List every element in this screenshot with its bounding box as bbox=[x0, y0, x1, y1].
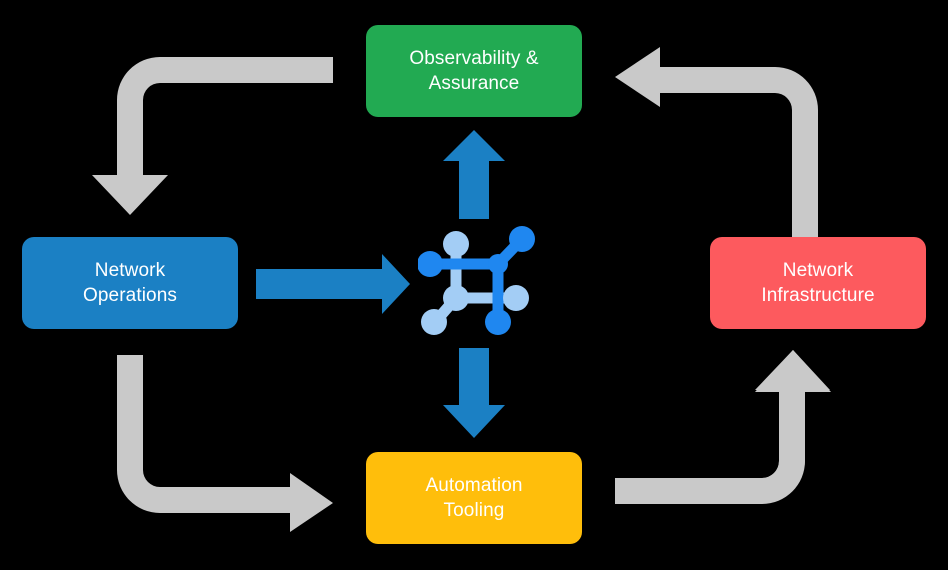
node-label-line1: Network bbox=[782, 259, 854, 281]
node-box-network-infrastructure[interactable]: Network Infrastructure bbox=[710, 237, 926, 329]
node-label-line2: Assurance bbox=[428, 73, 520, 94]
node-label-line2: Infrastructure bbox=[761, 285, 875, 306]
center-arrow-center-to-automation bbox=[443, 348, 505, 438]
node-label-line1: Observability & bbox=[409, 47, 539, 69]
node-box-automation-tooling[interactable]: Automation Tooling bbox=[366, 452, 582, 544]
cycle-arrow-operations-to-automation bbox=[117, 355, 333, 532]
topology-bright-nodes bbox=[418, 226, 535, 335]
center-arrow-center-to-observability bbox=[443, 130, 505, 219]
node-label-automation-tooling: Automation Tooling bbox=[425, 473, 522, 523]
node-label-network-infrastructure: Network Infrastructure bbox=[761, 258, 874, 308]
node-label-line2: Tooling bbox=[443, 500, 505, 521]
cycle-arrow-automation-to-infrastructure-body bbox=[615, 350, 831, 504]
node-label-network-operations: Network Operations bbox=[83, 258, 177, 308]
cycle-arrow-infrastructure-to-observability bbox=[615, 47, 818, 240]
cycle-arrow-observability-to-operations bbox=[92, 57, 333, 215]
center-arrow-operations-to-center bbox=[256, 254, 410, 314]
node-label-line2: Operations bbox=[83, 285, 177, 306]
node-label-line1: Automation bbox=[425, 474, 523, 496]
network-topology-icon bbox=[418, 226, 535, 335]
node-box-observability[interactable]: Observability & Assurance bbox=[366, 25, 582, 117]
node-label-observability: Observability & Assurance bbox=[409, 46, 538, 96]
topology-light-nodes bbox=[421, 231, 529, 335]
node-box-network-operations[interactable]: Network Operations bbox=[22, 237, 238, 329]
node-label-line1: Network bbox=[94, 259, 166, 281]
